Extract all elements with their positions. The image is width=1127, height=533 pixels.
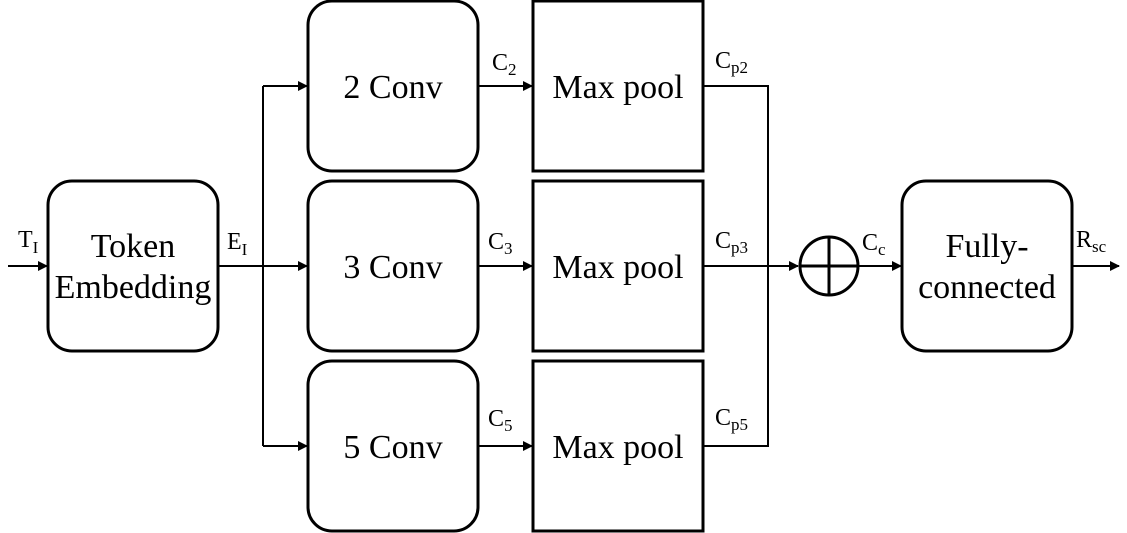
fully-connected-label-line2: connected: [918, 269, 1056, 306]
conv2-label: 2 Conv: [343, 69, 442, 106]
maxpool5-node: Max pool: [531, 359, 705, 533]
edge-labels: TI EI C2 C3 C5 Cp2 Cp3 Cp5 Cc Rsc: [18, 48, 1107, 435]
conv5-node: 5 Conv: [306, 359, 480, 533]
cp5-label: Cp5: [715, 405, 748, 434]
c5-label: C5: [488, 406, 513, 435]
maxpool3-node: Max pool: [531, 179, 705, 353]
c2-label: C2: [492, 50, 517, 79]
cp2-label: Cp2: [715, 48, 748, 77]
conv3-label: 3 Conv: [343, 249, 442, 286]
conv2-node: 2 Conv: [306, 0, 480, 173]
maxpool5-to-merge-line: [703, 266, 769, 447]
fully-connected-label-line1: Fully-: [945, 228, 1028, 265]
token-embedding-label-line1: Token: [91, 228, 176, 265]
token-embedding-node: Token Embedding: [46, 179, 220, 353]
connectors: [8, 81, 1120, 451]
output-label: Rsc: [1076, 227, 1107, 256]
cp3-label: Cp3: [715, 228, 748, 257]
token-embedding-label-line2: Embedding: [55, 269, 212, 306]
c3-label: C3: [488, 229, 513, 258]
maxpool2-node: Max pool: [531, 0, 705, 173]
embedding-output-label: EI: [227, 229, 248, 259]
conv5-label: 5 Conv: [343, 429, 442, 466]
cc-label: Cc: [862, 230, 886, 259]
maxpool5-label: Max pool: [552, 429, 683, 466]
concat-operator-icon: [798, 235, 860, 297]
conv3-node: 3 Conv: [306, 179, 480, 353]
maxpool3-label: Max pool: [552, 249, 683, 286]
maxpool2-to-merge-line: [703, 85, 769, 266]
fully-connected-node: Fully- connected: [900, 179, 1074, 353]
input-label: TI: [18, 227, 39, 257]
maxpool2-label: Max pool: [552, 69, 683, 106]
